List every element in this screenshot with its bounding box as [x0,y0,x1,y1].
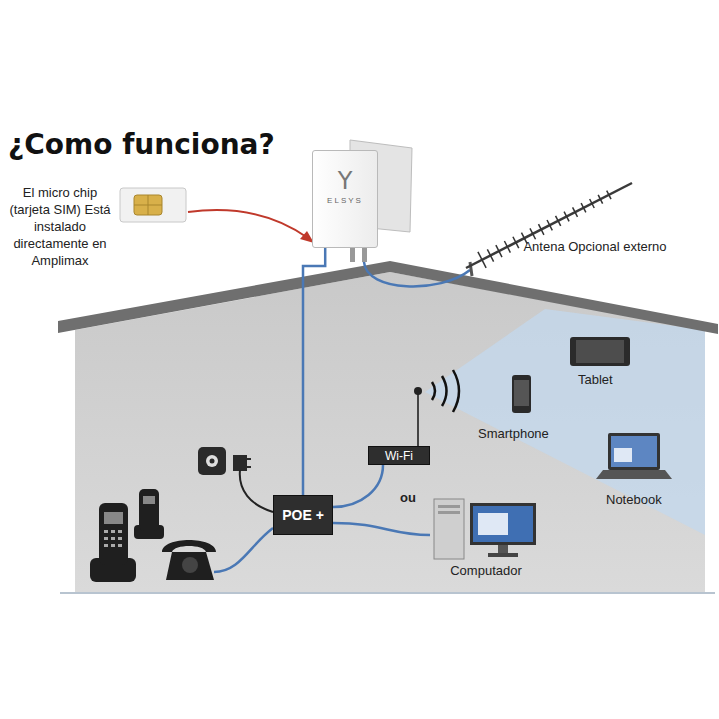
smartphone-icon [512,375,531,413]
ground-line [60,592,715,594]
antenna-element [581,203,586,212]
antenna-element [598,195,602,204]
antenna-element [564,212,569,222]
antenna-element [530,228,536,239]
antenna-element [539,224,544,235]
adapter-plug [234,456,251,470]
antenna-element [504,241,510,253]
second-handset [139,489,159,531]
text-label: Antena Opcional externo [515,238,675,255]
second-handset-screen [143,496,155,504]
antenna-boom [466,183,632,268]
tablet-icon [570,337,630,366]
cable-connector [303,248,325,495]
keypad [104,530,122,547]
power-adapter [198,447,226,475]
antenna-cable [364,262,470,286]
tablet-screen [576,340,624,363]
red-arrow [188,210,308,238]
computer-node: Computador [430,497,554,581]
notebook-screen-frame [608,433,660,470]
sim-chip-lines [134,195,162,215]
notebook-screen-content [614,448,632,462]
cordless-handset [99,503,128,565]
desk-phone-dial [182,557,198,573]
text-label: Tablet [578,371,638,388]
antenna-element [556,216,561,226]
antenna-elements [478,191,611,268]
text-label: Notebook [606,491,686,508]
device-connector [350,246,355,262]
power-wire [240,470,273,512]
device-connector [362,246,367,262]
antenna-element [607,191,611,199]
wifi-coverage [425,309,705,535]
antenna-element [513,237,519,248]
text-label: ou [400,489,430,506]
antenna-element [590,199,595,208]
antenna-element [478,252,486,268]
antenna-element [573,207,578,217]
notebook-base [596,470,672,479]
wifi-wave [453,370,459,412]
cable-connector [333,523,430,535]
text-label: El micro chip (tarjeta SIM) Está instala… [4,184,116,269]
wifi-wave [432,382,435,400]
antenna-element [487,249,493,261]
wifi-wave [442,376,447,406]
node-label: Computador [430,563,542,579]
node-label: Wi-Fi [385,449,413,463]
wifi-router-box: Wi-Fi [368,446,430,465]
sim-card [120,188,186,222]
cordless-handset-screen [104,512,123,524]
device-logo: Y [338,167,353,195]
power-socket [210,459,215,464]
text-label: Smartphone [478,425,568,442]
antenna-element [547,220,552,230]
desk-phone-handset [162,540,216,552]
computer-illustration [430,497,542,561]
desk-phone-body [166,552,214,580]
cable-connector [333,465,383,507]
router-antenna [417,394,419,446]
antenna-element [496,245,502,257]
node-label: POE + [282,507,324,523]
diagram-title: ¿Como funciona? [8,128,275,161]
sim-chip [134,195,162,215]
device-brand: ELSYS [327,195,363,207]
amplimax-device: YELSYS [312,150,378,248]
smartphone-screen [514,380,529,406]
router-antenna-tip [414,387,422,395]
notebook-screen [611,436,657,467]
roof [58,261,718,334]
power-socket [206,455,218,467]
house-wall [75,272,705,592]
phone-wire [214,528,273,572]
poe-box: POE + [273,495,333,535]
